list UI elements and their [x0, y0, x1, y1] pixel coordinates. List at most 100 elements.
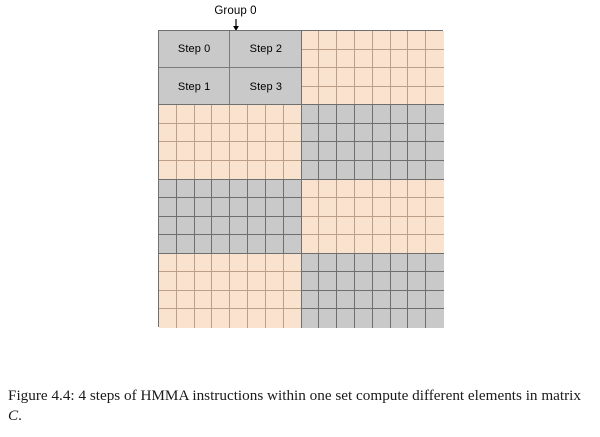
- matrix-cell: [408, 142, 427, 161]
- matrix-cell: [408, 198, 427, 217]
- matrix-cell: [265, 290, 284, 310]
- matrix-cell: [354, 123, 373, 143]
- matrix-cell: [194, 198, 213, 217]
- matrix-cell: [408, 160, 427, 180]
- matrix-cell: [212, 253, 231, 273]
- matrix-cell: [159, 309, 177, 328]
- matrix-cell: [266, 235, 284, 254]
- matrix-cell: [372, 68, 391, 87]
- matrix-cell: [319, 49, 338, 69]
- matrix-cell: [390, 216, 409, 236]
- matrix-cell: [194, 123, 213, 143]
- matrix-cell: [337, 142, 355, 161]
- matrix-cell: [319, 86, 338, 106]
- matrix-cell: [159, 216, 177, 236]
- matrix-cell: [283, 124, 302, 143]
- matrix-cell: [390, 290, 409, 310]
- matrix-cell: [176, 123, 195, 143]
- matrix-cell: [248, 253, 266, 273]
- matrix-cell: [426, 105, 444, 124]
- matrix-band-0: Step 0 Step 2 Step 1 Step 3: [159, 31, 444, 106]
- matrix-cell: [159, 198, 177, 217]
- matrix-cell: [194, 290, 213, 310]
- matrix-cell: [212, 179, 231, 199]
- matrix-cell: [337, 31, 355, 50]
- matrix-cell: [426, 31, 444, 50]
- matrix-cell: [337, 290, 355, 310]
- matrix-cell: [390, 68, 409, 87]
- matrix-cell: [319, 253, 338, 273]
- matrix-cell: [177, 309, 195, 328]
- matrix-cell: [319, 105, 338, 124]
- matrix-cell: [408, 253, 427, 273]
- matrix-cell: [319, 160, 338, 180]
- matrix-cell: [266, 309, 284, 328]
- matrix-cell: [319, 31, 338, 50]
- matrix-cell: [248, 142, 266, 161]
- matrix-cell: [391, 86, 409, 106]
- matrix-cell: [284, 309, 302, 328]
- matrix-cell: [159, 179, 177, 199]
- matrix-cell: [194, 179, 213, 199]
- matrix-cell: [194, 272, 213, 291]
- matrix-cell: [159, 272, 177, 291]
- matrix-cell: [372, 105, 391, 124]
- matrix-cell: [390, 142, 409, 161]
- matrix-cell: [355, 235, 373, 254]
- matrix-cell: [354, 31, 373, 50]
- matrix-cell: [372, 179, 391, 199]
- matrix-cell: [230, 142, 249, 161]
- matrix-cell: [159, 235, 177, 254]
- matrix-cell: [194, 216, 213, 236]
- group-annotation: Group 0: [158, 5, 313, 31]
- matrix-cell: [408, 235, 427, 254]
- matrix-cell: [301, 216, 320, 236]
- matrix-cell: [230, 272, 249, 291]
- matrix-cell: [426, 68, 444, 87]
- figure-caption: Figure 4.4: 4 steps of HMMA instructions…: [8, 386, 594, 426]
- matrix-cell: [355, 309, 373, 328]
- matrix-band-1: [159, 105, 444, 180]
- matrix-cell: [159, 290, 177, 310]
- matrix-cell: [212, 216, 231, 236]
- matrix-cell: [194, 253, 213, 273]
- matrix-cell: [265, 123, 284, 143]
- matrix-cell: [408, 309, 427, 328]
- matrix-cell: [230, 235, 249, 254]
- matrix-cell: [372, 290, 391, 310]
- down-arrow-icon: [232, 19, 239, 31]
- matrix-cell: [301, 123, 320, 143]
- matrix-cell: [248, 290, 266, 310]
- matrix-cell: [373, 160, 391, 180]
- matrix-cell: [176, 253, 195, 273]
- matrix-cell: [319, 123, 338, 143]
- matrix-cell: [284, 235, 302, 254]
- caption-suffix: .: [18, 407, 22, 424]
- matrix-cell: [354, 142, 373, 161]
- matrix-cell: [426, 217, 444, 236]
- matrix-cell: [408, 68, 427, 87]
- matrix-cell: [284, 161, 302, 180]
- matrix-cell: [355, 86, 373, 106]
- matrix-cell: [283, 198, 302, 217]
- step-cell-0: Step 0: [159, 31, 231, 69]
- matrix-cell: [301, 142, 320, 161]
- matrix-cell: [248, 105, 266, 124]
- matrix-cell: [390, 253, 409, 273]
- matrix-cell: [390, 198, 409, 217]
- matrix-cell: [265, 105, 284, 124]
- matrix-cell: [230, 179, 249, 199]
- matrix-cell: [337, 216, 355, 236]
- caption-body: 4 steps of HMMA instructions within one …: [74, 387, 581, 404]
- matrix-cell: [301, 31, 320, 50]
- matrix-cell: [408, 216, 427, 236]
- matrix-cell: [337, 86, 355, 106]
- matrix-cell: [176, 216, 195, 236]
- matrix-cell: [248, 123, 266, 143]
- matrix-cell: [301, 253, 320, 273]
- matrix-cell: [212, 290, 231, 310]
- matrix-cell: [337, 160, 355, 180]
- matrix-cell: [408, 272, 427, 291]
- matrix-cell: [176, 198, 195, 217]
- matrix-cell: [391, 160, 409, 180]
